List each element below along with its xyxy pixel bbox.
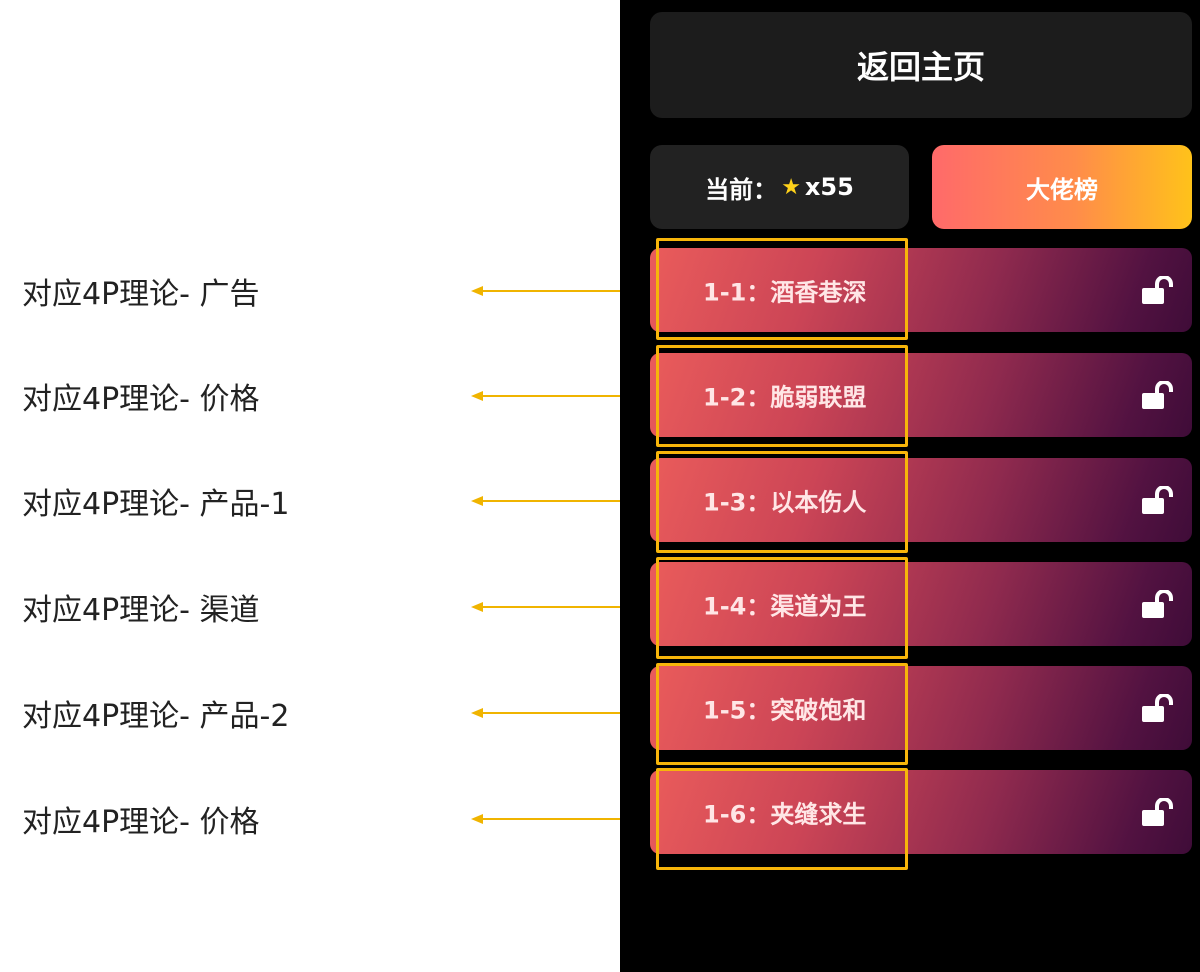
annotation-1: 对应4P理论- 广告: [0, 261, 654, 321]
annotation-label: 对应4P理论- 价格: [22, 805, 260, 840]
arrow-line: [482, 395, 654, 397]
annotation-5: 对应4P理论- 产品-2: [0, 683, 654, 743]
annotation-2: 对应4P理论- 价格: [0, 366, 654, 426]
current-stars-display: 当前： ★ x55: [650, 145, 909, 229]
annotation-label: 对应4P理论- 价格: [22, 382, 260, 417]
annotation-label: 对应4P理论- 产品-2: [22, 699, 290, 734]
unlock-icon: [1142, 798, 1173, 826]
annotation-label: 对应4P理论- 广告: [22, 277, 260, 312]
unlock-icon: [1142, 276, 1173, 304]
annotation-panel: 对应4P理论- 广告 对应4P理论- 价格 对应4P理论- 产品-1 对应4P理…: [0, 261, 654, 849]
home-button[interactable]: 返回主页: [650, 12, 1192, 118]
arrow-line: [482, 712, 654, 714]
arrow-line: [482, 500, 654, 502]
level-list: 1-1：酒香巷深 1-2：脆弱联盟 1-3：以本伤人 1-4：渠道为王: [620, 0, 1200, 972]
level-card-1-4[interactable]: 1-4：渠道为王: [650, 562, 1192, 646]
annotation-4: 对应4P理论- 渠道: [0, 577, 654, 637]
level-card-1-6[interactable]: 1-6：夹缝求生: [650, 770, 1192, 854]
level-title: 1-1：酒香巷深: [703, 278, 867, 307]
level-title: 1-3：以本伤人: [703, 488, 867, 517]
level-card-1-3[interactable]: 1-3：以本伤人: [650, 458, 1192, 542]
level-card-1-1[interactable]: 1-1：酒香巷深: [650, 248, 1192, 332]
arrow-left-icon: [471, 814, 483, 824]
arrow-left-icon: [471, 496, 483, 506]
annotation-6: 对应4P理论- 价格: [0, 789, 654, 849]
level-title: 1-2：脆弱联盟: [703, 383, 867, 412]
unlock-icon: [1142, 590, 1173, 618]
arrow-left-icon: [471, 602, 483, 612]
level-title: 1-6：夹缝求生: [703, 800, 867, 829]
arrow-left-icon: [471, 708, 483, 718]
annotation-label: 对应4P理论- 产品-1: [22, 487, 290, 522]
level-title: 1-5：突破饱和: [703, 696, 867, 725]
current-label: 当前：: [705, 175, 778, 204]
star-count: x55: [804, 173, 854, 201]
level-title: 1-4：渠道为王: [703, 592, 867, 621]
level-card-1-2[interactable]: 1-2：脆弱联盟: [650, 353, 1192, 437]
star-icon: ★: [781, 174, 801, 200]
unlock-icon: [1142, 694, 1173, 722]
leaderboard-button[interactable]: 大佬榜: [932, 145, 1192, 229]
arrow-line: [482, 606, 654, 608]
arrow-line: [482, 818, 654, 820]
arrow-line: [482, 290, 654, 292]
unlock-icon: [1142, 486, 1173, 514]
annotation-3: 对应4P理论- 产品-1: [0, 471, 654, 531]
arrow-left-icon: [471, 286, 483, 296]
arrow-left-icon: [471, 391, 483, 401]
level-card-1-5[interactable]: 1-5：突破饱和: [650, 666, 1192, 750]
annotation-label: 对应4P理论- 渠道: [22, 593, 260, 628]
game-level-screen: 返回主页 当前： ★ x55 大佬榜 1-1：酒香巷深 1-2：脆弱联盟 1-3…: [620, 0, 1200, 972]
unlock-icon: [1142, 381, 1173, 409]
